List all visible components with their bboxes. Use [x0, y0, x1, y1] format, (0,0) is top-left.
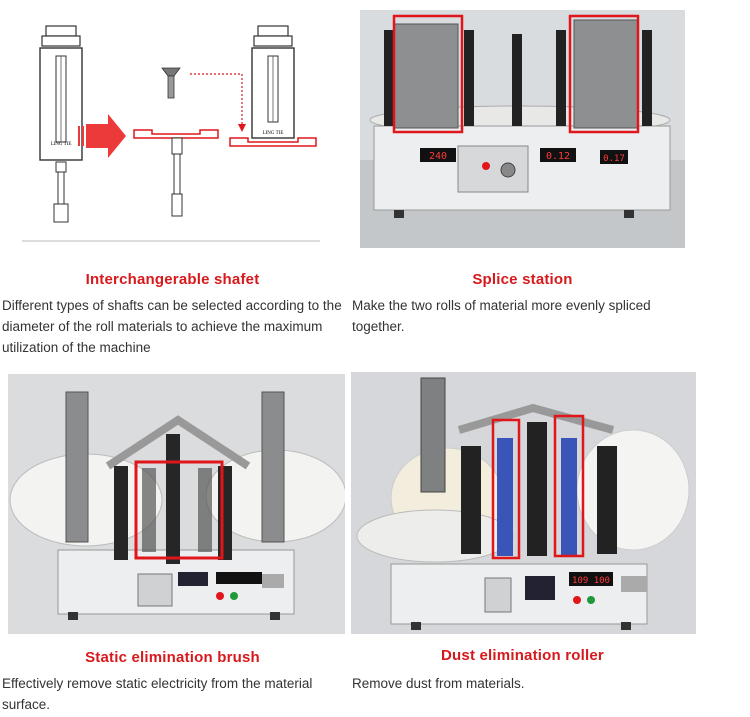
- highlight-box-brush: [134, 460, 224, 560]
- right-shaft-icon: LING TIE: [229, 25, 317, 147]
- panel-title-interchangeable-shaft: Interchangerable shafet: [85, 271, 260, 288]
- red-arrow-icon: [78, 114, 126, 158]
- dotted-arrow-icon: [190, 73, 243, 130]
- splice-station-svg: 240 0.12 0.17: [360, 10, 685, 248]
- logo-text-right: LING TIE: [263, 131, 284, 136]
- highlight-box-left: [392, 14, 464, 134]
- screw-icon: [161, 67, 181, 99]
- highlight-box-right: [568, 14, 640, 134]
- highlight-box-roller-left: [491, 418, 521, 560]
- panel-desc-splice-station: Make the two rolls of material more even…: [352, 298, 651, 334]
- static-brush-svg: [8, 374, 345, 634]
- highlight-box-roller-right: [553, 414, 585, 558]
- left-shaft-icon: LING TIE: [39, 25, 83, 223]
- shaft-diagram: LING TIE LING: [22, 12, 320, 244]
- shaft-diagram-svg: LING TIE LING: [22, 25, 320, 242]
- display-left: 240: [429, 151, 447, 162]
- logo-text-left: LING TIE: [51, 142, 72, 147]
- panel-title-dust-roller: Dust elimination roller: [441, 647, 604, 664]
- panel-title-splice-station: Splice station: [472, 271, 573, 288]
- display-right: 0.12: [546, 151, 570, 162]
- dust-roller-photo: 109 100: [351, 372, 696, 634]
- dust-roller-svg: 109 100: [351, 372, 696, 634]
- middle-shaft-icon: [133, 129, 219, 217]
- panel-title-static-brush: Static elimination brush: [85, 649, 260, 666]
- static-brush-photo: [8, 374, 345, 634]
- display-main: 109 100: [572, 576, 610, 586]
- panel-desc-dust-roller: Remove dust from materials.: [352, 676, 525, 691]
- panel-desc-interchangeable-shaft: Different types of shafts can be selecte…: [2, 298, 342, 355]
- splice-station-photo: 240 0.12 0.17: [360, 10, 685, 248]
- panel-desc-static-brush: Effectively remove static electricity fr…: [2, 676, 313, 712]
- display-far: 0.17: [603, 154, 625, 164]
